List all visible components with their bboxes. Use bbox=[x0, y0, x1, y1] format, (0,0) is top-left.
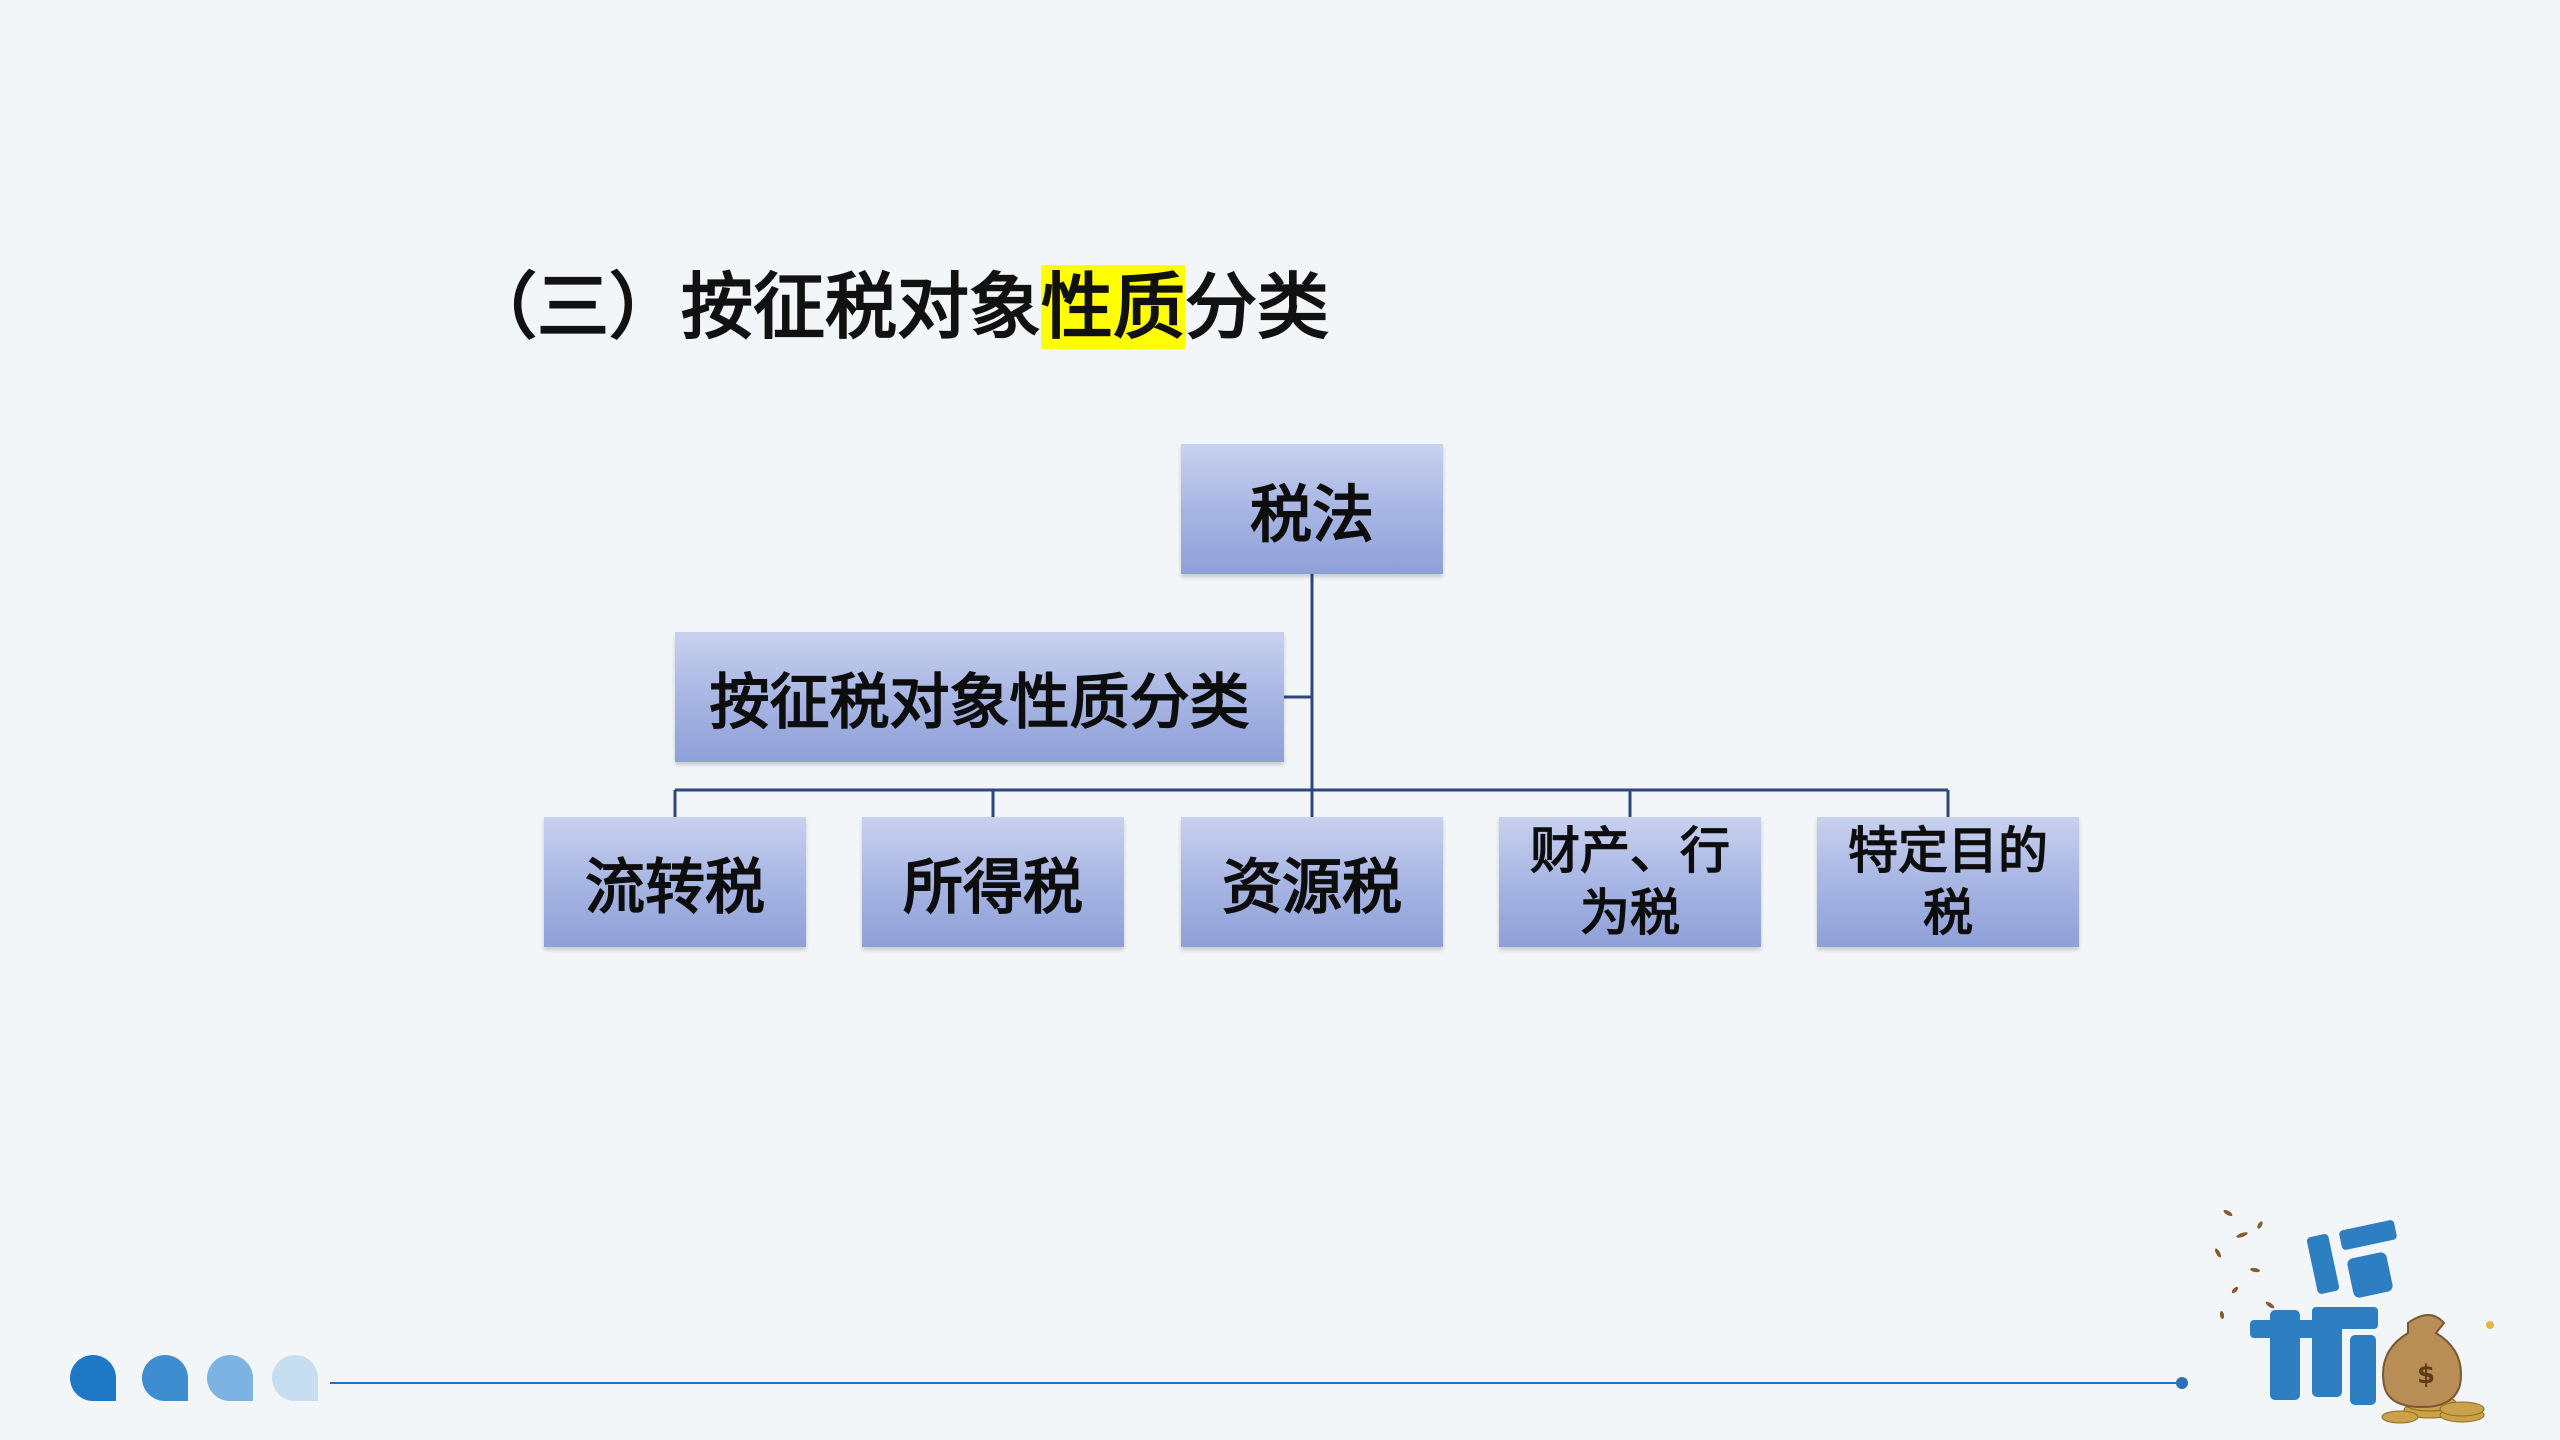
org-node-root-label: 税法 bbox=[1250, 464, 1374, 554]
org-node-root: 税法 bbox=[1181, 444, 1443, 574]
org-node-child-label: 流转税 bbox=[585, 839, 765, 926]
decor-dot-3 bbox=[207, 1355, 253, 1401]
org-node-child: 资源税 bbox=[1181, 817, 1443, 947]
tax-logo-icon: $ bbox=[2200, 1195, 2500, 1430]
org-node-child-label: 资源税 bbox=[1222, 839, 1402, 926]
decor-dot-4 bbox=[272, 1355, 318, 1401]
org-node-child: 流转税 bbox=[544, 817, 806, 947]
decor-dot-1 bbox=[70, 1355, 116, 1401]
org-node-assistant: 按征税对象性质分类 bbox=[675, 632, 1284, 762]
org-node-child-label: 财产、行为税 bbox=[1517, 820, 1743, 944]
org-node-child: 所得税 bbox=[862, 817, 1124, 947]
org-node-child: 财产、行为税 bbox=[1499, 817, 1761, 947]
footer-line-end-dot bbox=[2176, 1377, 2188, 1389]
org-node-child-label: 所得税 bbox=[903, 839, 1083, 926]
org-node-child: 特定目的税 bbox=[1817, 817, 2079, 947]
org-node-child-label: 特定目的税 bbox=[1835, 820, 2061, 944]
svg-text:$: $ bbox=[2417, 1360, 2435, 1390]
footer-divider-line bbox=[330, 1382, 2182, 1384]
org-node-assistant-label: 按征税对象性质分类 bbox=[710, 654, 1250, 741]
decor-dot-2 bbox=[142, 1355, 188, 1401]
